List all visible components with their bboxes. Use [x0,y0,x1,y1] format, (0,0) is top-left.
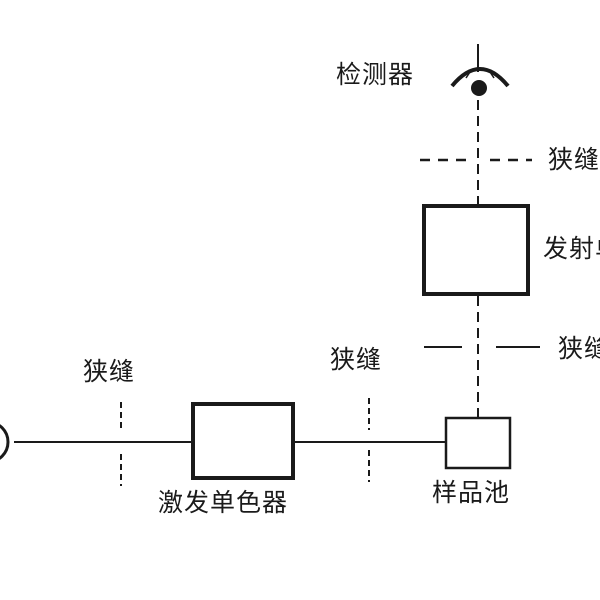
emission-monochromator-box [422,204,530,296]
slit-top-label: 狭缝 [548,145,600,174]
sample-cell-label: 样品池 [432,478,511,507]
eye-icon [450,67,510,96]
sample-cell-box [444,416,512,470]
slit-left-label: 狭缝 [83,357,136,386]
excitation-monochromator-label: 激发单色器 [158,488,289,517]
slit-center-label: 狭缝 [330,345,383,374]
light-source-icon [0,424,10,460]
detector-label: 检测器 [336,60,415,89]
excitation-monochromator-box [191,402,295,480]
emission-monochromator-label: 发射单色器 [543,234,600,263]
slit-mid-label: 狭缝 [558,334,600,363]
